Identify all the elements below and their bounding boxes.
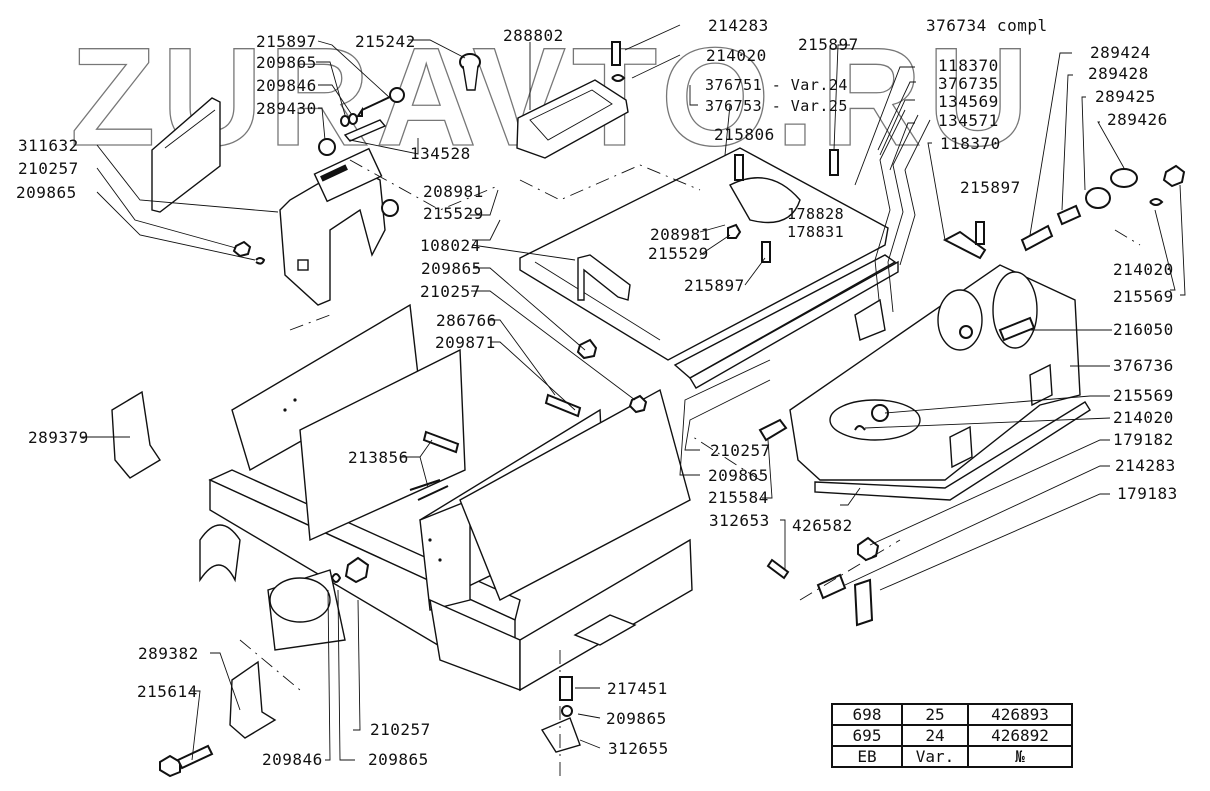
part-label-215806: 215806 [714,125,775,144]
part-label-215569: 215569 [1113,386,1174,405]
part-label-215569: 215569 [1113,287,1174,306]
variant-table: 698 25 426893 695 24 426892 EB Var. № [831,703,1073,768]
part-label-426582: 426582 [792,516,853,535]
part-label-134528: 134528 [410,144,471,163]
console-housing [279,147,399,306]
part-label-134569: 134569 [938,92,999,111]
part-label-376735: 376735 [938,74,999,93]
variant-label-24: 376751 - Var.24 [705,76,848,94]
part-label-210257: 210257 [370,720,431,739]
part-label-209846: 209846 [256,76,317,95]
part-label-215584: 215584 [708,488,769,507]
shift-boot [516,79,629,159]
brackets [854,109,931,341]
part-label-214020: 214020 [706,46,767,65]
assembly-title-label: 376734 compl [926,16,1048,35]
housing-376736 [789,264,1091,501]
part-label-215529: 215529 [648,244,709,263]
table-cell: 426892 [967,724,1073,747]
part-label-214020: 214020 [1113,260,1174,279]
table-cell: 698 [831,703,903,726]
part-label-134571: 134571 [938,111,999,130]
part-label-214283: 214283 [708,16,769,35]
part-label-286766: 286766 [436,311,497,330]
part-label-210257: 210257 [18,159,79,178]
part-label-215897: 215897 [256,32,317,51]
side-rail [673,254,899,389]
table-cell: 24 [901,724,969,747]
part-label-216050: 216050 [1113,320,1174,339]
part-label-217451: 217451 [607,679,668,698]
part-label-208981: 208981 [423,182,484,201]
part-label-210257: 210257 [710,441,771,460]
table-row: 698 25 426893 [831,703,1073,726]
part-label-210257: 210257 [420,282,481,301]
part-label-289428: 289428 [1088,64,1149,83]
part-label-213856: 213856 [348,448,409,467]
part-label-289382: 289382 [138,644,199,663]
part-label-215614: 215614 [137,682,198,701]
table-cell: 695 [831,724,903,747]
table-header-var: Var. [901,745,969,768]
main-frame [199,303,693,692]
table-header-row: EB Var. № [831,745,1073,768]
part-label-208981: 208981 [650,225,711,244]
part-label-178828: 178828 [787,205,845,223]
variant-label-25: 376753 - Var.25 [705,97,848,115]
hardware-middle [544,338,880,627]
part-label-209865: 209865 [606,709,667,728]
part-label-215242: 215242 [355,32,416,51]
part-label-214283: 214283 [1115,456,1176,475]
part-label-209871: 209871 [435,333,496,352]
handle-108024 [577,254,631,301]
pin-214283 [611,41,626,82]
part-label-209865: 209865 [421,259,482,278]
floor-plate [519,147,889,361]
part-label-215529: 215529 [423,204,484,223]
part-label-108024: 108024 [420,236,481,255]
table-header-eb: EB [831,745,903,768]
part-label-209865: 209865 [256,53,317,72]
hardware-left [232,87,405,265]
part-label-289426: 289426 [1107,110,1168,129]
table-row: 695 24 426892 [831,724,1073,747]
part-label-209846: 209846 [262,750,323,769]
part-label-312655: 312655 [608,739,669,758]
bracket-289382 [159,660,277,778]
part-label-289425: 289425 [1095,87,1156,106]
part-label-289424: 289424 [1090,43,1151,62]
leader-lines [82,24,1186,761]
table-header-number: № [967,745,1073,768]
bracket-312655 [540,676,581,753]
part-label-288802: 288802 [503,26,564,45]
part-label-178831: 178831 [787,223,845,241]
part-label-312653: 312653 [709,511,770,530]
table-cell: 426893 [967,703,1073,726]
part-label-289379: 289379 [28,428,89,447]
bracket-289379 [111,390,161,479]
part-label-209865: 209865 [368,750,429,769]
part-label-209865: 209865 [16,183,77,202]
part-label-118370: 118370 [938,56,999,75]
table-cell: 25 [901,703,969,726]
assembly-lines [239,159,1141,780]
right-hardware [942,164,1186,260]
part-label-214020: 214020 [1113,408,1174,427]
part-label-179182: 179182 [1113,430,1174,449]
part-label-215897: 215897 [684,276,745,295]
part-label-118370: 118370 [940,134,1001,153]
part-label-289430: 289430 [256,99,317,118]
part-label-215897: 215897 [960,178,1021,197]
part-label-376736: 376736 [1113,356,1174,375]
part-label-179183: 179183 [1117,484,1178,503]
cover-panel-311632 [151,97,221,213]
part-label-311632: 311632 [18,136,79,155]
part-label-209865: 209865 [708,466,769,485]
part-label-215897: 215897 [798,35,859,54]
